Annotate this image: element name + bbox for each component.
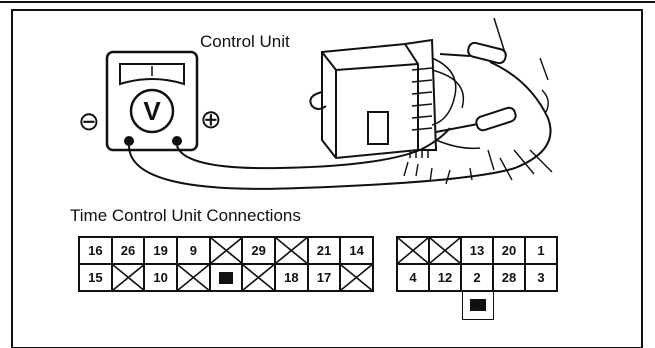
positive-socket bbox=[172, 136, 182, 146]
voltmeter bbox=[105, 50, 199, 152]
pin-cell: 28 bbox=[493, 264, 525, 291]
pin-cell: 20 bbox=[493, 237, 525, 264]
unused-pin-cell bbox=[340, 264, 373, 291]
control-unit-connector bbox=[404, 38, 438, 151]
unused-pin-cell bbox=[429, 237, 461, 264]
background-hatching bbox=[403, 57, 553, 185]
unused-pin-cell bbox=[177, 264, 210, 291]
control-unit bbox=[309, 38, 481, 160]
negative-socket bbox=[124, 136, 134, 146]
diagram-frame bbox=[11, 9, 643, 348]
positive-lead bbox=[176, 127, 451, 170]
upper-probe-handle bbox=[467, 41, 507, 65]
connector-key-cell bbox=[209, 264, 243, 291]
mounting-tab bbox=[309, 91, 327, 110]
pin-cell: 13 bbox=[461, 237, 493, 264]
pin-cell: 12 bbox=[429, 264, 461, 291]
unused-pin-cell bbox=[111, 264, 145, 291]
key-block bbox=[470, 299, 486, 311]
plus-terminal-icon: ⊕ bbox=[200, 104, 222, 134]
minus-terminal-icon: ⊖ bbox=[78, 106, 100, 136]
pin-cell: 4 bbox=[397, 264, 429, 291]
pin-cell: 1 bbox=[525, 237, 557, 264]
control-unit-slot bbox=[367, 111, 389, 145]
pin-cell: 9 bbox=[177, 237, 210, 264]
lower-probe bbox=[435, 106, 517, 133]
key-block bbox=[218, 271, 233, 284]
connector-b-key bbox=[462, 290, 494, 320]
pin-cell: 29 bbox=[242, 237, 275, 264]
lower-probe-handle bbox=[475, 106, 517, 132]
pin-cell: 15 bbox=[79, 264, 112, 291]
unused-pin-cell bbox=[209, 237, 243, 264]
negative-lead bbox=[128, 61, 552, 190]
voltmeter-dial bbox=[129, 88, 175, 134]
pin-cell: 16 bbox=[79, 237, 112, 264]
upper-probe bbox=[439, 17, 507, 65]
pin-cell: 3 bbox=[525, 264, 557, 291]
wire-harness bbox=[431, 57, 457, 126]
pin-cell: 18 bbox=[275, 264, 308, 291]
pin-cell: 10 bbox=[144, 264, 177, 291]
connections-title: Time Control Unit Connections bbox=[70, 206, 301, 225]
pin-cell: 21 bbox=[307, 237, 341, 264]
pin-cell: 26 bbox=[111, 237, 145, 264]
pin-cell: 14 bbox=[340, 237, 373, 264]
voltmeter-symbol: V bbox=[143, 96, 161, 126]
pin-cell: 17 bbox=[307, 264, 341, 291]
control-unit-label: Control Unit bbox=[200, 32, 290, 51]
unused-pin-cell bbox=[275, 237, 308, 264]
pin-cell: 2 bbox=[461, 264, 493, 291]
pin-cell: 19 bbox=[144, 237, 177, 264]
unused-pin-cell bbox=[397, 237, 429, 264]
unused-pin-cell bbox=[242, 264, 275, 291]
